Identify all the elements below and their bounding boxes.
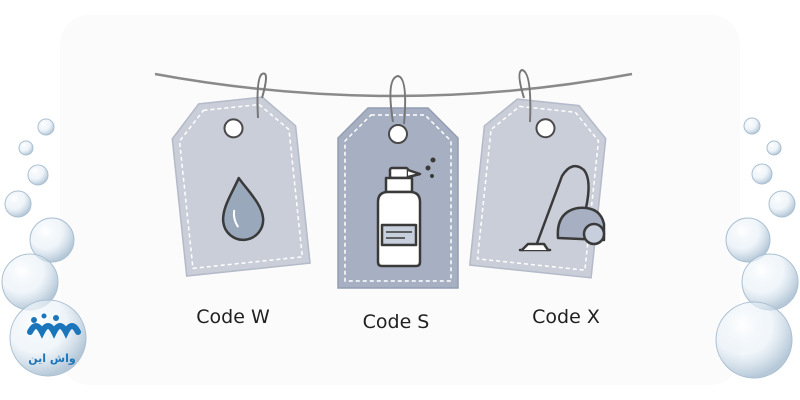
tag-label-code-s: Code S xyxy=(362,311,430,333)
tag-string-s xyxy=(389,74,407,125)
water-drop-icon xyxy=(221,176,265,242)
spray-droplet xyxy=(430,174,434,178)
brand-logo-text: واش این xyxy=(28,352,76,365)
bubbles-left xyxy=(1,118,87,377)
spray-droplet xyxy=(425,165,431,171)
tag-label-code-x: Code X xyxy=(532,306,600,328)
tag-code-w xyxy=(171,96,311,277)
spray-droplet xyxy=(430,157,436,163)
vacuum-cleaner-icon xyxy=(518,164,606,252)
tag-code-s xyxy=(337,107,459,289)
clothesline-rope xyxy=(154,72,633,98)
tag-string-w xyxy=(256,72,267,119)
spray-bottle-icon xyxy=(376,166,422,268)
brand-logo xyxy=(27,313,81,339)
bubbles-right xyxy=(715,117,799,379)
tag-label-code-w: Code W xyxy=(196,306,270,328)
tag-string-x xyxy=(518,68,532,123)
